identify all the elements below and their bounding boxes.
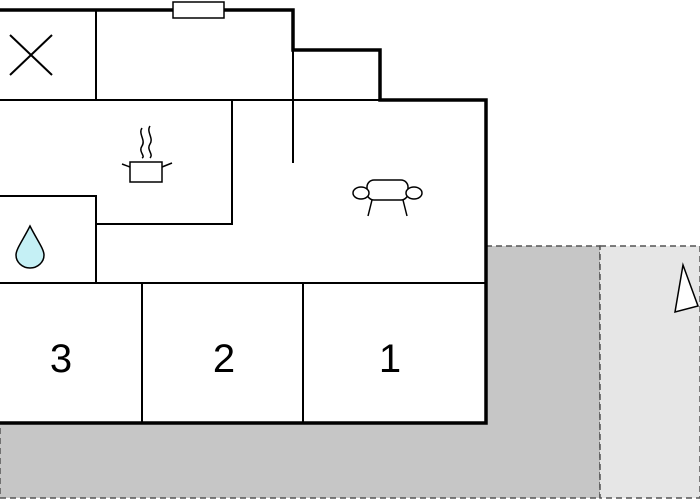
- bathroom-water-drop-icon: [15, 224, 45, 269]
- window: [172, 1, 225, 19]
- room-1-label: 1: [379, 337, 401, 381]
- house-floor: [0, 10, 486, 423]
- room-2-label: 2: [213, 337, 235, 381]
- kitchen-pot-icon: [121, 125, 173, 183]
- sofa-icon: [352, 179, 423, 217]
- interior-walls: [0, 10, 486, 423]
- room-3-label: 3: [50, 337, 72, 381]
- exterior-walls: [0, 8, 488, 425]
- compass-north-icon: [674, 262, 699, 314]
- closed-room-x-icon: [9, 34, 53, 76]
